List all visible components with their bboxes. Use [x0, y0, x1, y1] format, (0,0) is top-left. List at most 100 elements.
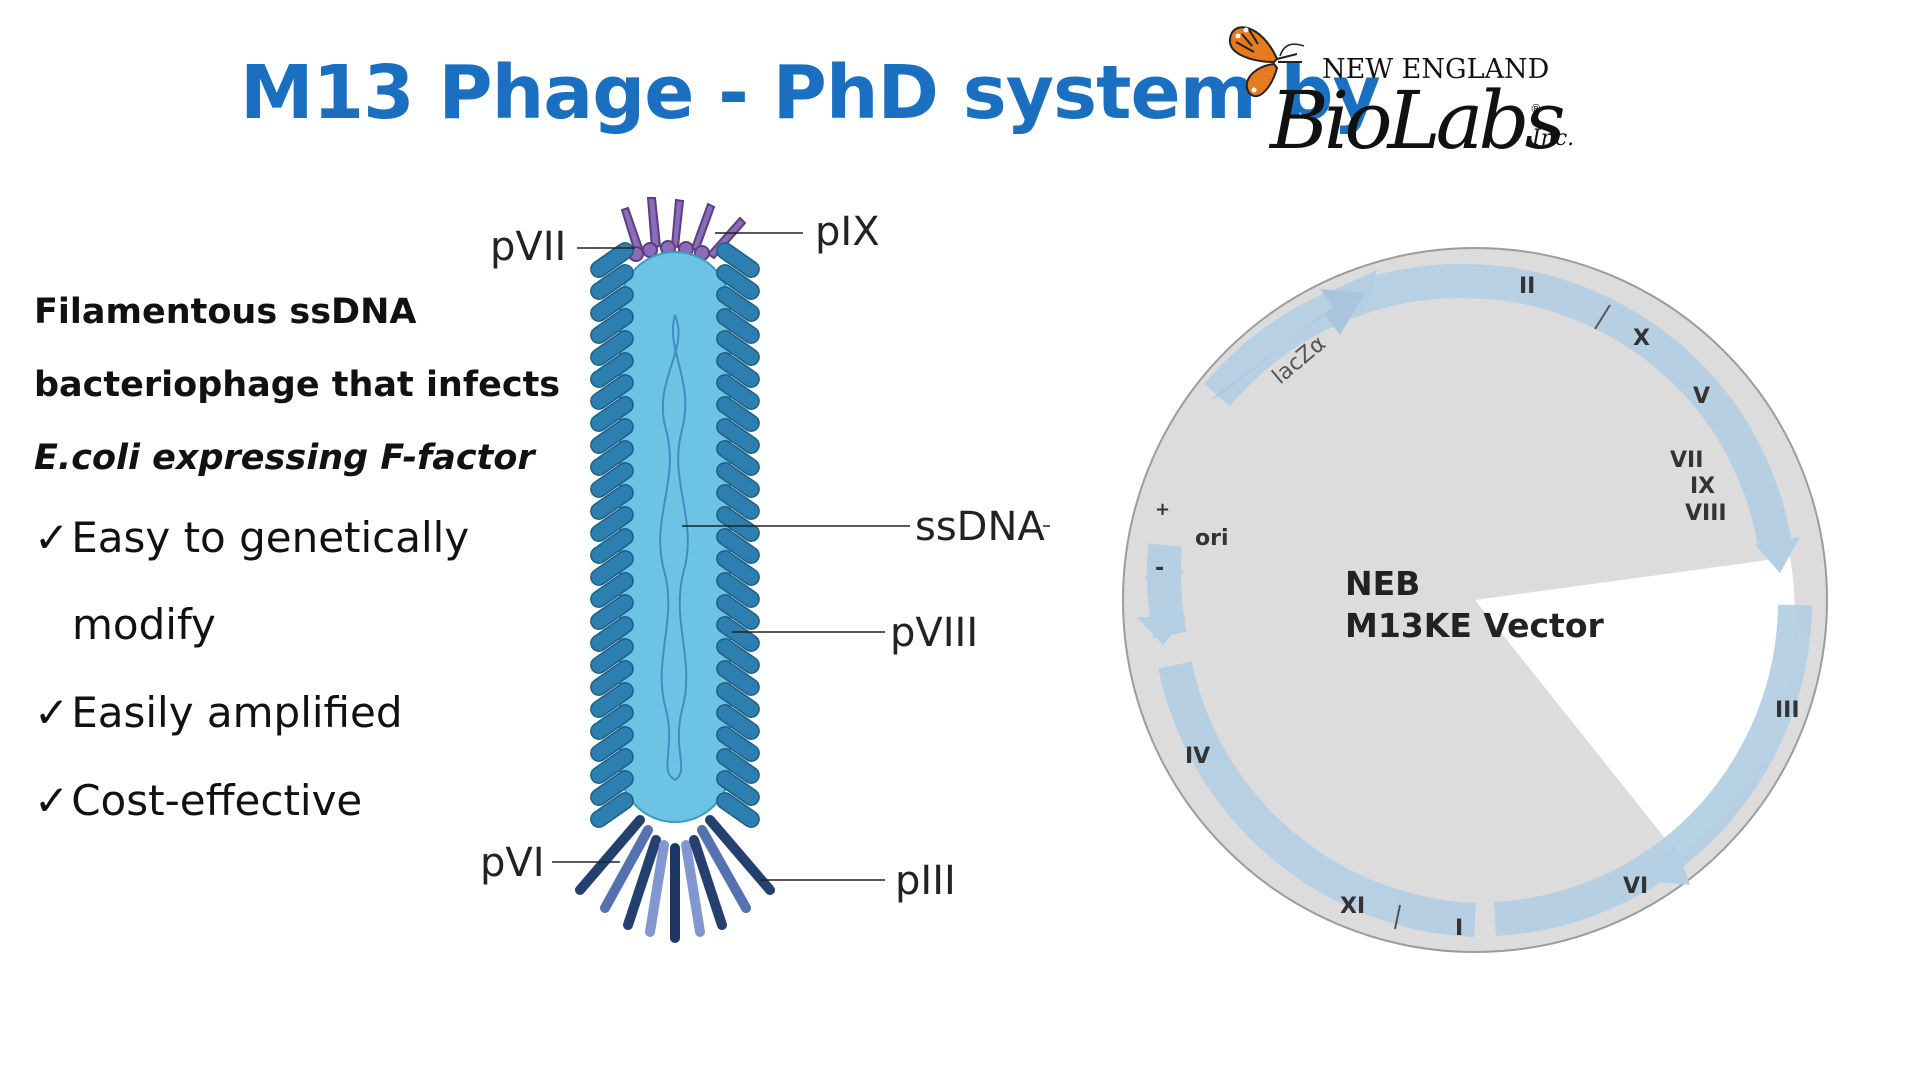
pviii-coat-protein: [716, 352, 760, 388]
pviii-coat-protein: [590, 308, 634, 344]
pviii-coat-protein: [716, 396, 760, 432]
pviii-coat-protein: [716, 330, 760, 366]
butterfly-logo-icon: [1228, 26, 1305, 97]
pviii-coat-protein: [590, 286, 634, 322]
label-pix: pIX: [815, 209, 880, 255]
pviii-coat-protein: [590, 660, 634, 696]
checkmark-icon: ✓: [34, 776, 70, 825]
pviii-coat-protein: [590, 616, 634, 652]
pviii-coat-protein: [716, 682, 760, 718]
description-line-2: bacteriophage that infects: [34, 365, 561, 405]
pviii-coat-protein: [590, 528, 634, 564]
pvi-piii-tail-proteins: [575, 815, 775, 943]
label-piii: pIII: [895, 858, 956, 904]
pviii-coat-protein: [590, 374, 634, 410]
gene-label-plus: +: [1155, 499, 1170, 520]
logo-new-england: NEW ENGLAND: [1322, 54, 1550, 85]
bullet-item: ✓Easy to genetically: [34, 513, 469, 562]
bullet-text: modify: [72, 600, 216, 649]
phage-capsid: [619, 251, 731, 823]
label-pviii: pVIII: [890, 610, 978, 656]
pviii-coat-protein: [590, 506, 634, 542]
logo-registered-mark: ®: [1530, 102, 1542, 116]
pviii-coat-right: [716, 242, 760, 828]
pviii-coat-protein: [590, 594, 634, 630]
label-pvi: pVI: [480, 840, 545, 886]
label-leader-lines: [552, 232, 1050, 881]
pviii-coat-protein: [590, 792, 634, 828]
pviii-coat-protein: [716, 286, 760, 322]
gene-label-ix: IX: [1690, 474, 1715, 499]
pviii-coat-protein: [716, 770, 760, 806]
vector-highlight-wedge: [1475, 557, 1795, 857]
pviii-coat-protein: [590, 748, 634, 784]
gene-label-x: X: [1633, 326, 1650, 351]
pviii-coat-protein: [716, 308, 760, 344]
pviii-coat-protein: [590, 726, 634, 762]
pviii-coat-protein: [590, 770, 634, 806]
bullet-text: Easy to genetically: [71, 513, 470, 562]
gene-label-iv: IV: [1185, 744, 1210, 769]
m13-phage-diagram: pVII pIX ssDNA pVIII pVI pIII: [480, 197, 1050, 943]
pviii-coat-protein: [716, 594, 760, 630]
description-line-1: Filamentous ssDNA: [34, 292, 417, 332]
bullet-text: Easily amplified: [71, 688, 403, 737]
bullet-item: ✓Easily amplified: [34, 688, 403, 737]
pviii-coat-protein: [590, 484, 634, 520]
pviii-coat-protein: [590, 418, 634, 454]
pviii-coat-protein: [716, 462, 760, 498]
pviii-coat-protein: [590, 550, 634, 586]
gene-label-xi: XI: [1340, 894, 1365, 919]
pviii-coat-protein: [716, 638, 760, 674]
ssdna-strand: [659, 314, 689, 781]
gene-label-ori: ori: [1195, 526, 1229, 551]
pviii-coat-protein: [590, 352, 634, 388]
pviii-coat-protein: [590, 242, 634, 278]
gene-label-vii: VII: [1670, 448, 1703, 473]
gene-label-viii: VIII: [1685, 501, 1727, 526]
pviii-coat-protein: [716, 264, 760, 300]
bullet-item: modify: [72, 600, 216, 649]
vector-name-line-2: M13KE Vector: [1345, 606, 1604, 645]
checkmark-icon: ✓: [34, 688, 70, 737]
pviii-coat-protein: [590, 704, 634, 740]
pviii-coat-protein: [716, 616, 760, 652]
pviii-coat-protein: [590, 682, 634, 718]
vector-name-line-1: NEB: [1345, 564, 1420, 603]
pviii-coat-protein: [716, 572, 760, 608]
gene-label-v: V: [1693, 384, 1710, 409]
gene-label-iii: III: [1775, 698, 1800, 723]
gene-label-i: I: [1455, 916, 1463, 941]
gene-boundary-ticks: [1394, 304, 1611, 930]
pviii-coat-protein: [716, 506, 760, 542]
pviii-coat-left: [590, 242, 634, 828]
lacz-arrow: [1210, 289, 1365, 400]
logo-inc: Inc.: [1532, 126, 1575, 151]
label-pvii: pVII: [490, 224, 566, 270]
pviii-coat-protein: [716, 704, 760, 740]
logo-biolabs: BioLabs: [1270, 74, 1566, 167]
gene-label-vi: VI: [1623, 874, 1648, 899]
pviii-coat-protein: [590, 440, 634, 476]
pviii-coat-protein: [716, 528, 760, 564]
pviii-coat-protein: [590, 264, 634, 300]
pviii-coat-protein: [590, 330, 634, 366]
neb-logo: NEW ENGLAND BioLabs ® Inc.: [1222, 14, 1582, 167]
pviii-coat-protein: [716, 440, 760, 476]
gene-label-minus: -: [1155, 556, 1164, 581]
pviii-coat-protein: [590, 638, 634, 674]
checkmark-icon: ✓: [34, 513, 70, 562]
pviii-coat-protein: [716, 374, 760, 410]
slide-title: M13 Phage - PhD system by: [240, 50, 1381, 136]
pviii-coat-protein: [716, 550, 760, 586]
pviii-coat-protein: [716, 726, 760, 762]
pviii-coat-protein: [716, 418, 760, 454]
pviii-coat-protein: [590, 572, 634, 608]
gene-label-ii: II: [1519, 274, 1535, 299]
pviii-coat-protein: [716, 484, 760, 520]
bullet-text: Cost-effective: [71, 776, 363, 825]
pviii-coat-protein: [590, 396, 634, 432]
pviii-coat-protein: [590, 462, 634, 498]
label-ssdna: ssDNA: [915, 504, 1045, 550]
bullet-item: ✓Cost-effective: [34, 776, 362, 825]
